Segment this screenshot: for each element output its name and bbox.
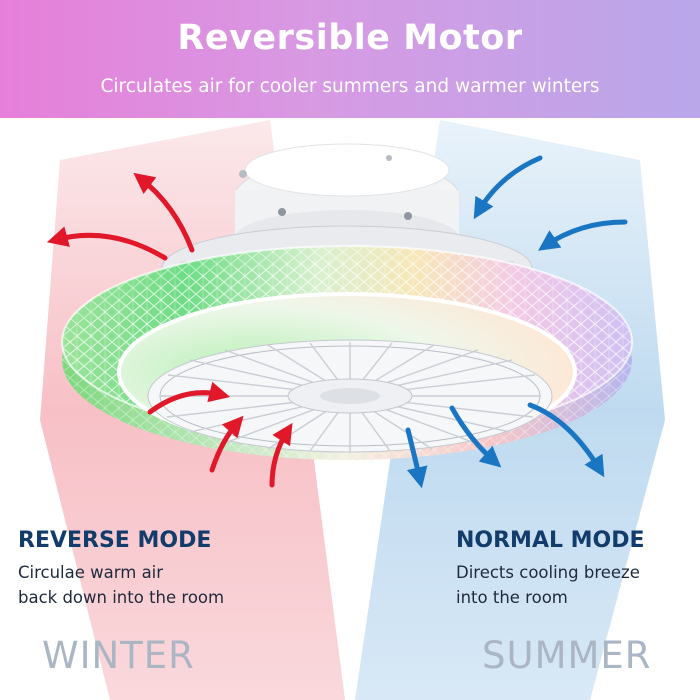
page-title: Reversible Motor (177, 18, 523, 58)
normal-airflow-arrows (405, 155, 628, 489)
blue-arrow-down-3 (527, 402, 605, 478)
page-subtitle: Circulates air for cooler summers and wa… (100, 76, 600, 97)
normal-mode-title: NORMAL MODE (456, 528, 645, 553)
reverse-mode-title: REVERSE MODE (18, 528, 212, 553)
blue-arrow-right (538, 219, 628, 251)
fan-grille (147, 339, 553, 453)
winter-label: WINTER (42, 634, 195, 677)
normal-mode-description-line-1: Directs cooling breeze (456, 563, 640, 582)
red-arrow-grille-2 (209, 415, 244, 473)
reverse-mode-description-line-1: Circulae warm air (18, 563, 164, 582)
red-arrow-grille-1 (147, 381, 231, 415)
blue-arrow-down-1 (405, 427, 428, 489)
reverse-airflow-arrows (46, 172, 293, 488)
red-arrow-grille-3 (269, 422, 293, 488)
header-banner: Reversible Motor Circulates air for cool… (0, 0, 700, 118)
normal-mode-description-line-2: into the room (456, 588, 568, 607)
summer-label: SUMMER (482, 634, 652, 677)
red-arrow-up-left (133, 172, 195, 253)
red-arrow-left (46, 226, 168, 261)
reverse-mode-description-line-2: back down into the room (18, 588, 225, 607)
blue-arrow-down-2 (449, 405, 502, 468)
blue-arrow-top (473, 155, 543, 220)
